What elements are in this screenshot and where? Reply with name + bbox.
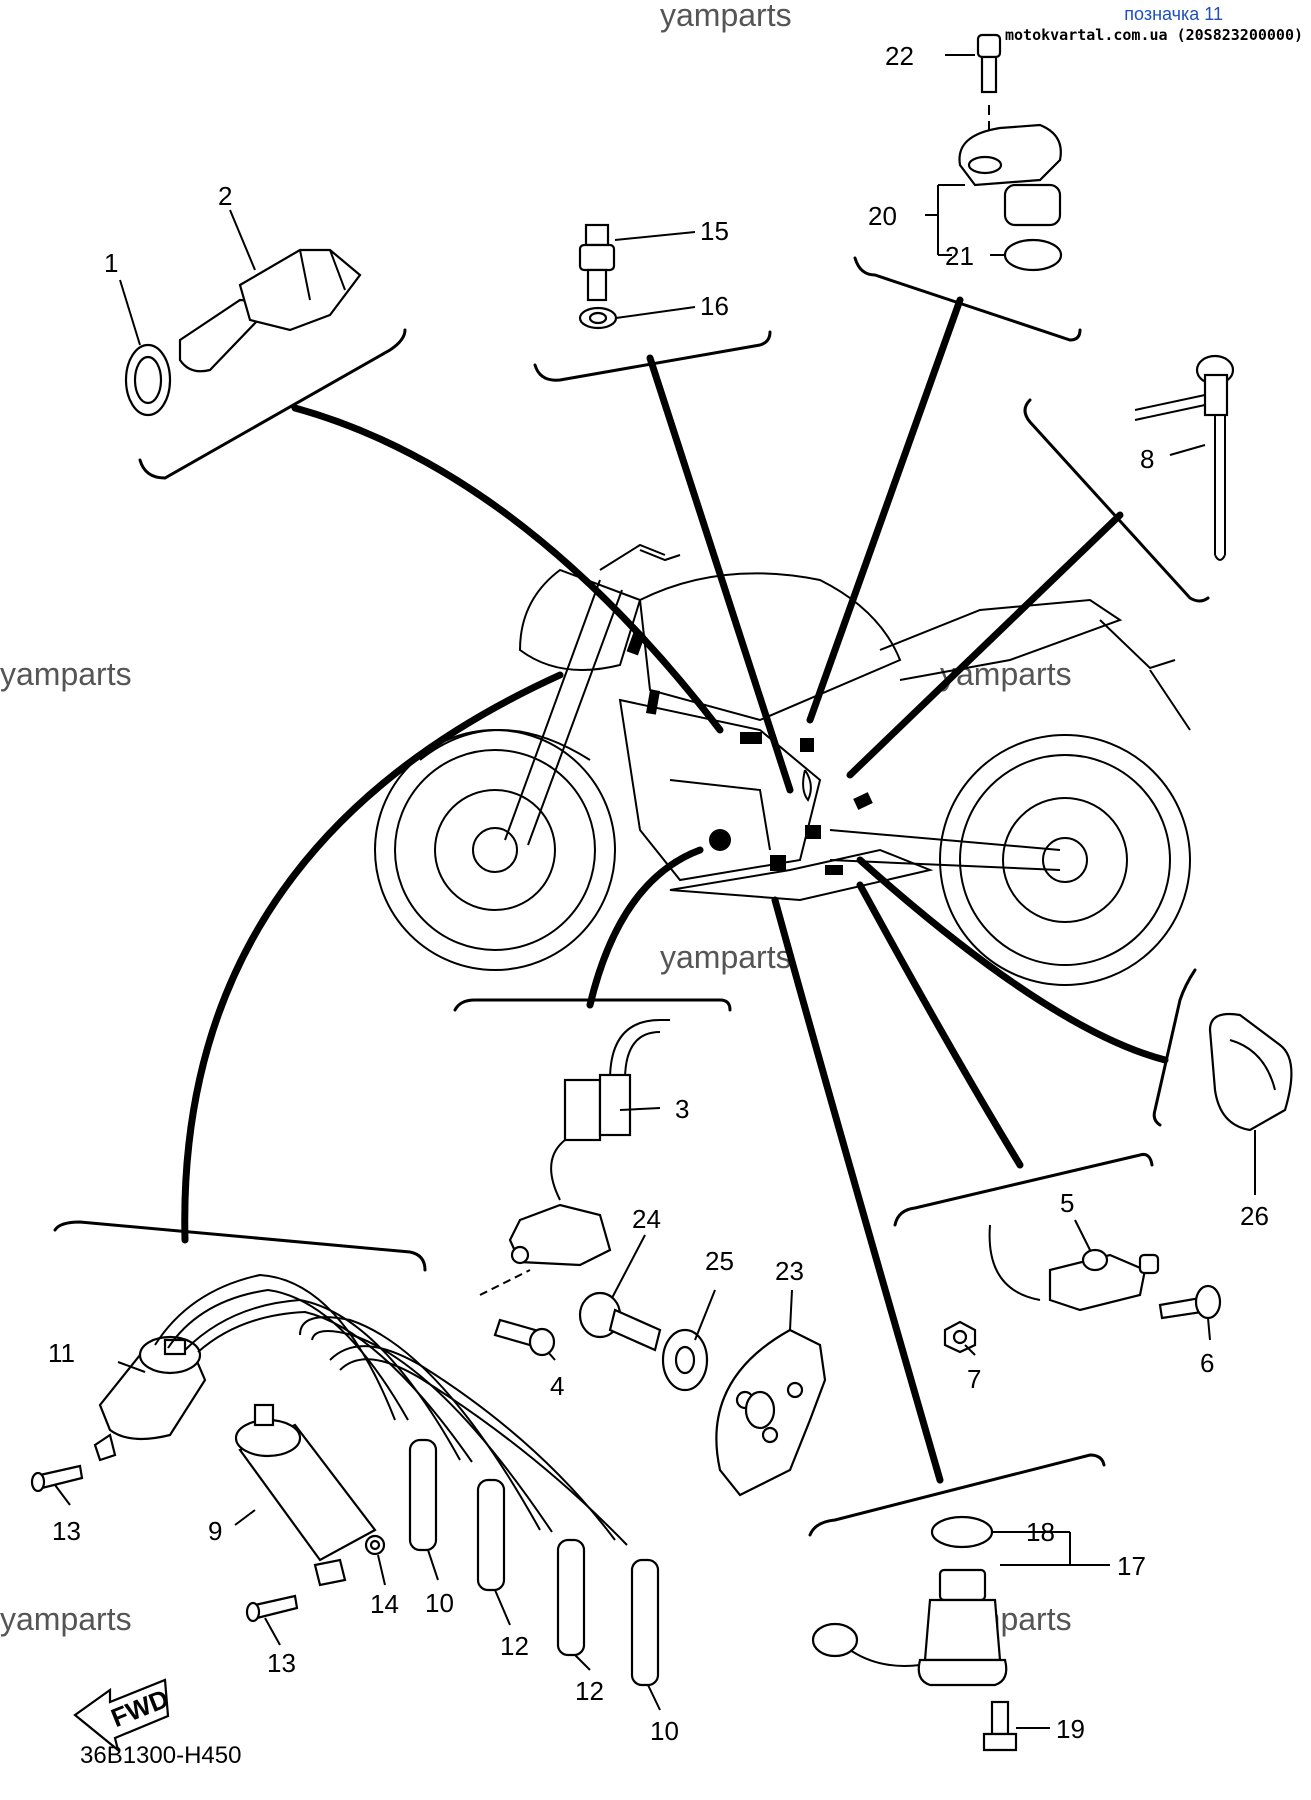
watermark: yamparts [0,656,132,692]
part-17-sensor [811,1568,1008,1687]
callout-22: 22 [885,41,914,71]
part-4-bolt [493,1318,556,1357]
callout-19: 19 [1056,1714,1085,1744]
part-18-o-ring [930,1515,994,1549]
watermark: yamparts [0,1601,132,1637]
callout-3: 3 [675,1094,689,1124]
watermark: yamparts [660,0,792,33]
callout-5: 5 [1060,1188,1074,1218]
callout-18: 18 [1026,1517,1055,1547]
callout-2: 2 [218,181,232,211]
callout-17: 17 [1117,1551,1146,1581]
callout-10: 10 [425,1588,454,1618]
part-3-pickup-coil [479,1019,670,1296]
source-site: motokvartal.com.ua (20S823200000) [1004,26,1303,44]
callout-13: 13 [52,1516,81,1546]
ignition-leads [154,1273,628,1546]
callout-10: 10 [650,1716,679,1746]
part-19-bolt [982,1700,1018,1752]
callout-26: 26 [1240,1201,1269,1231]
callout-7: 7 [967,1364,981,1394]
callout-9: 9 [208,1516,222,1546]
watermark: yamparts [660,939,792,975]
drawing-code: 36B1300-H450 [80,1742,242,1769]
part-26-clamp [1208,1012,1293,1132]
callout-numbers: 1 2 3 4 5 6 7 8 9 10 10 11 12 12 13 13 1… [48,41,1269,1746]
part-21-o-ring [1003,238,1063,272]
part-20-sensor [958,123,1062,227]
part-22-bolt [976,33,1002,140]
part-14-nut [364,1534,386,1556]
part-10-plug-cap [408,1438,438,1552]
callout-25: 25 [705,1246,734,1276]
part-24-bolt [578,1291,662,1352]
callout-15: 15 [700,216,729,246]
callout-8: 8 [1140,444,1154,474]
part-7-nut [943,1320,977,1354]
part-12-plug-cap [476,1478,506,1592]
callout-20: 20 [868,201,897,231]
motorcycle-outline [374,543,1191,986]
part-12-plug-cap [556,1538,586,1657]
leader-lines [181,296,1169,1484]
part-25-washer [661,1328,709,1392]
callout-4: 4 [550,1371,564,1401]
callout-24: 24 [632,1204,661,1234]
part-13-bolt [245,1594,299,1623]
part-5-switch [988,1224,1160,1312]
part-9-ignition-coil [234,1403,377,1587]
fwd-arrow-icon: FWD [73,1678,173,1753]
part-15-switch [578,223,616,302]
callout-11: 11 [48,1338,75,1368]
part-2-sensor [178,248,362,373]
callout-23: 23 [775,1256,804,1286]
callout-14: 14 [370,1589,399,1619]
part-11-ignition-coil [93,1335,207,1462]
callout-lines [54,54,1256,1729]
part-23-rotor [715,1328,827,1497]
part-8-speed-sensor [1134,354,1235,561]
part-1-gasket [124,343,172,417]
watermark: yamparts [940,656,1072,692]
callout-1: 1 [104,248,118,278]
callout-16: 16 [700,291,729,321]
callout-21: 21 [945,241,974,271]
group-brackets [53,256,1210,1537]
callout-12: 12 [500,1631,529,1661]
callout-13: 13 [267,1648,296,1678]
part-6-bolt [1158,1284,1222,1320]
part-13-bolt [30,1464,84,1493]
callout-6: 6 [1200,1348,1214,1378]
part-10-plug-cap [630,1558,660,1687]
callout-12: 12 [575,1676,604,1706]
diagram-badge: позначка 11 [1124,4,1223,24]
part-16-washer [578,306,618,330]
